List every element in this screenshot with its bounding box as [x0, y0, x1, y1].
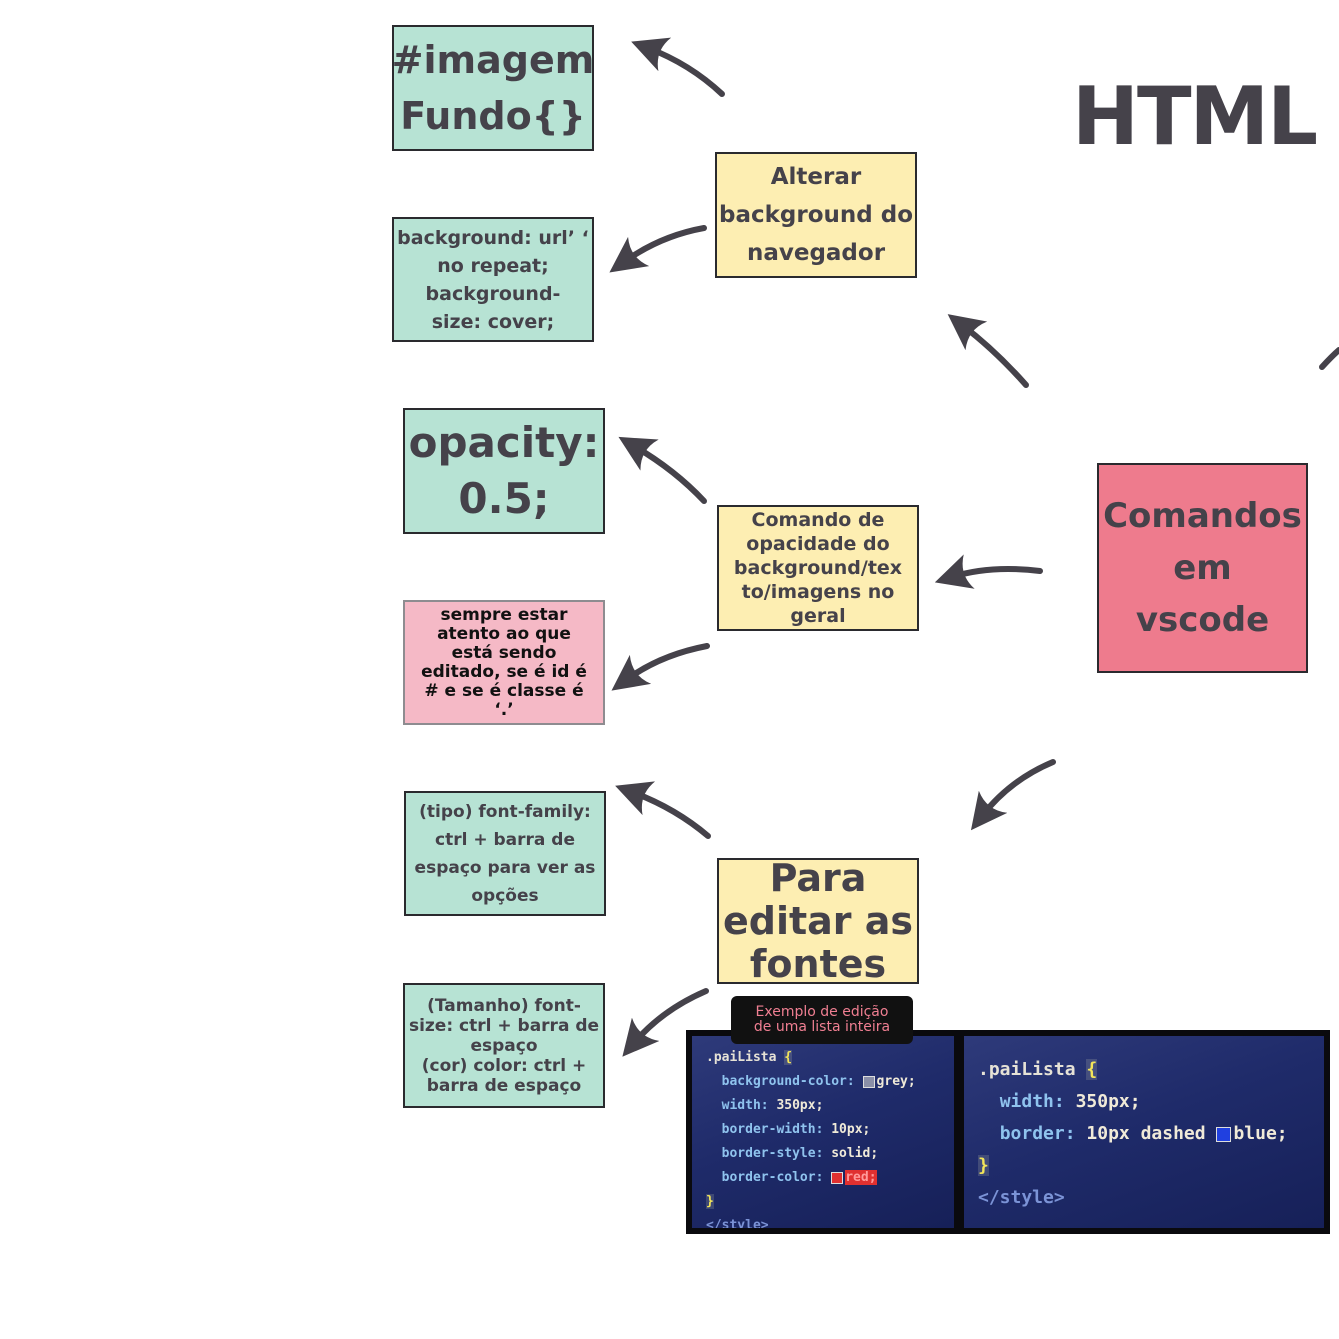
arrow-to-background-url: [609, 225, 707, 273]
code-prop: width:: [721, 1098, 769, 1113]
note-line: opacity:: [408, 418, 600, 467]
center-label-line1: Comandos: [1103, 496, 1302, 536]
arrow-to-opacity: [618, 436, 707, 504]
note-comando-opacidade: Comando de opacidade do background/tex t…: [717, 505, 919, 631]
code-screenshot-left: .paiLista { background-color: grey; widt…: [686, 1030, 960, 1234]
caption-line: Exemplo de edição: [755, 1004, 889, 1020]
arrow-to-imagem-fundo: [631, 37, 725, 97]
code-value: blue;: [1233, 1123, 1288, 1144]
note-alterar-background: Alterar background do navegador: [715, 152, 917, 278]
code-screenshot-right: .paiLista { width: 350px; border: 10px d…: [958, 1030, 1330, 1234]
color-swatch-icon: [862, 1075, 875, 1088]
note-line: ctrl + barra de: [435, 829, 575, 850]
code-value: 10px dashed: [1086, 1123, 1206, 1144]
arrow-to-comando-opacidade: [934, 554, 1043, 589]
code-value: grey;: [876, 1074, 916, 1089]
code-prop: border-style:: [721, 1146, 824, 1161]
code-prop: border-width:: [721, 1122, 824, 1137]
code-selector: .paiLista: [978, 1059, 1076, 1080]
note-line: navegador: [746, 240, 886, 266]
note-line: fontes: [749, 941, 887, 984]
note-line: # e se é classe é: [424, 680, 584, 701]
note-line: Comando de: [751, 509, 885, 531]
code-prop: width:: [999, 1091, 1065, 1112]
arrow-offscreen-right: [1319, 347, 1339, 370]
note-line: sempre estar: [440, 604, 568, 625]
note-line: Fundo{}: [400, 94, 586, 138]
code-value: solid;: [831, 1146, 879, 1161]
note-line: atento ao que: [437, 623, 571, 644]
note-line: (Tamanho) font-: [427, 995, 581, 1016]
code-value: 350px;: [1075, 1091, 1141, 1112]
note-line: to/imagens no: [741, 581, 895, 603]
note-line: (tipo) font-family:: [419, 801, 591, 822]
caption-line: de uma lista inteira: [753, 1019, 891, 1035]
note-line: #imagem: [392, 38, 594, 82]
code-brace: }: [706, 1194, 714, 1209]
color-swatch-icon: [831, 1171, 844, 1184]
note-line: background/tex: [733, 557, 903, 579]
note-line: opções: [471, 885, 539, 906]
note-line: size: cover;: [431, 310, 555, 333]
note-line: Alterar: [770, 164, 862, 190]
code-brace: {: [1086, 1059, 1098, 1080]
center-node: Comandos em vscode: [1097, 463, 1308, 673]
note-line: editado, se é id é: [421, 661, 587, 682]
note-line: Para: [769, 858, 867, 900]
code-end-tag: </style>: [706, 1218, 769, 1228]
code-brace: }: [978, 1155, 989, 1176]
note-tamanho-cor: (Tamanho) font- size: ctrl + barra de es…: [403, 983, 605, 1108]
note-imagem-fundo: #imagem Fundo{}: [392, 25, 594, 151]
note-line: geral: [790, 605, 846, 627]
code-end-tag: </style>: [978, 1187, 1065, 1208]
note-line: background-: [425, 282, 561, 305]
code-prop: background-color:: [721, 1074, 855, 1089]
note-line: size: ctrl + barra de: [408, 1015, 600, 1036]
color-swatch-icon: [1216, 1126, 1232, 1142]
note-line: background do: [719, 202, 914, 228]
page-title: HTML: [1072, 70, 1318, 163]
code-value: red;: [845, 1170, 877, 1185]
note-line: opacidade do: [746, 533, 890, 555]
note-opacity: opacity: 0.5;: [403, 408, 605, 534]
note-line: (cor) color: ctrl +: [421, 1055, 587, 1076]
note-line: barra de espaço: [426, 1075, 582, 1096]
code-prop: border:: [999, 1123, 1076, 1144]
arrow-to-tamanho: [622, 988, 709, 1057]
note-sempre-atento: sempre estar atento ao que está sendo ed…: [403, 600, 605, 725]
code-selector: .paiLista: [706, 1050, 777, 1065]
code-brace: {: [784, 1050, 793, 1065]
arrow-to-font-family: [615, 781, 711, 839]
arrow-to-sempre-atento: [611, 643, 710, 691]
screenshot-caption: Exemplo de edição de uma lista inteira: [731, 996, 913, 1044]
note-background-url: background: url’ ‘ no repeat; background…: [392, 217, 594, 342]
note-line: espaço: [470, 1035, 538, 1056]
note-line: background: url’ ‘: [397, 226, 589, 249]
code-value: 350px;: [776, 1098, 824, 1113]
arrow-to-alterar-bg: [947, 314, 1029, 388]
note-line: está sendo: [451, 642, 557, 663]
note-line: no repeat;: [437, 254, 549, 277]
center-label-line2: em vscode: [1135, 548, 1270, 640]
code-prop: border-color:: [721, 1170, 824, 1185]
note-line: editar as: [722, 898, 914, 943]
note-line: ‘.’: [494, 699, 514, 720]
code-value: 10px;: [831, 1122, 871, 1137]
arrow-to-para-editar: [970, 759, 1056, 831]
note-line: 0.5;: [458, 474, 550, 523]
note-line: espaço para ver as: [414, 857, 596, 878]
note-para-editar-fontes: Para editar as fontes: [717, 858, 919, 984]
note-font-family: (tipo) font-family: ctrl + barra de espa…: [404, 791, 606, 916]
